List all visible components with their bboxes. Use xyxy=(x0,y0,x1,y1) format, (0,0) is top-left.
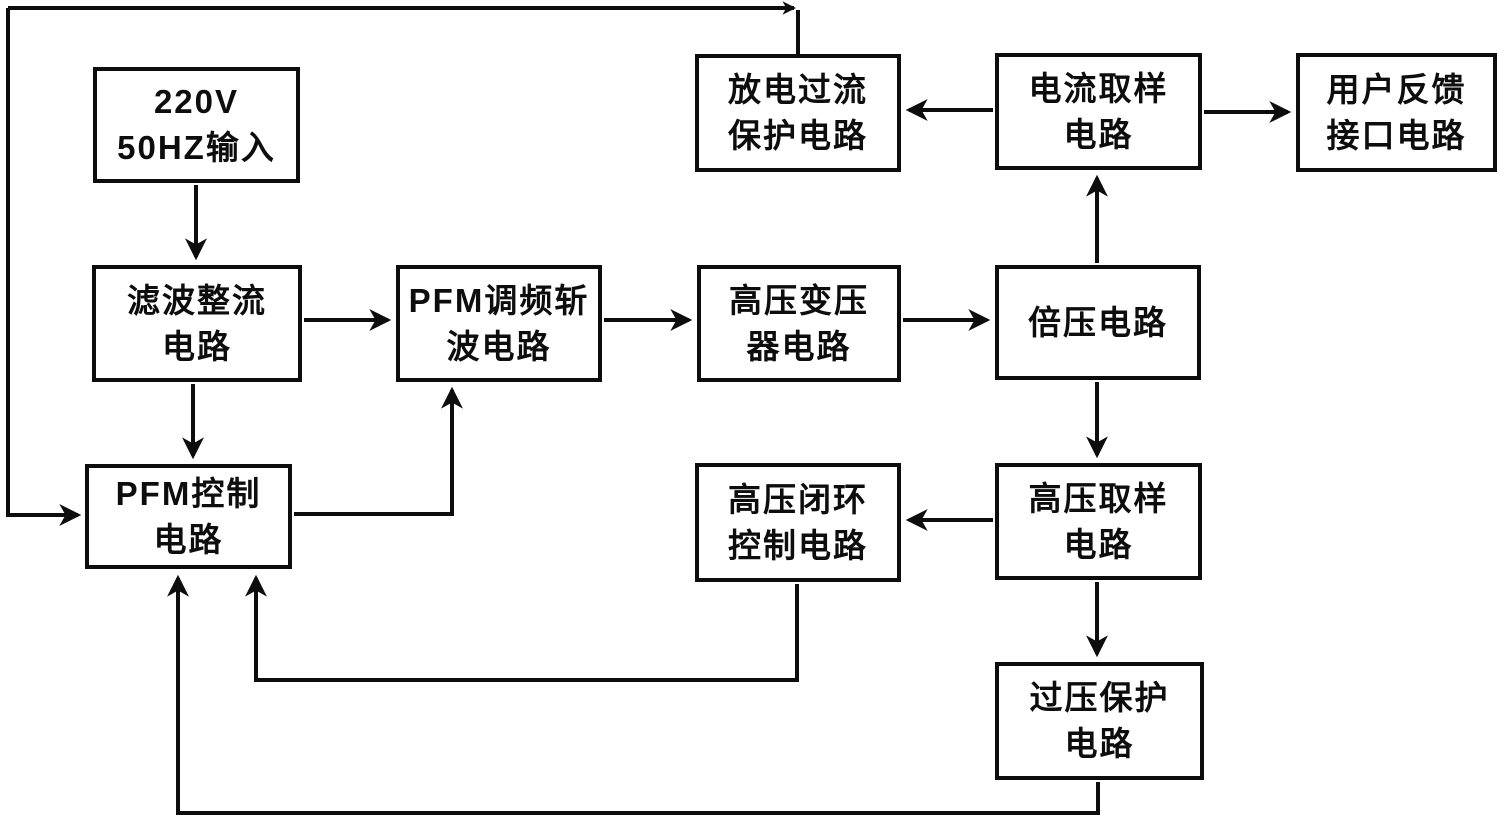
node-overvoltage-protection: 过压保护 电路 xyxy=(995,662,1204,780)
node-ac-input: 220V 50HZ输入 xyxy=(93,67,300,183)
node-current-sampling: 电流取样 电路 xyxy=(995,53,1202,170)
node-filter-rectifier: 滤波整流 电路 xyxy=(92,265,302,382)
node-pfm-control: PFM控制 电路 xyxy=(85,464,292,569)
node-label: 保护电路 xyxy=(728,117,868,154)
edge-pfm-control-to-chopper xyxy=(294,386,463,516)
node-discharge-overcurrent-protection: 放电过流 保护电路 xyxy=(695,54,901,172)
node-label: PFM调频斩 xyxy=(408,281,590,319)
node-label: PFM控制 xyxy=(115,474,262,512)
node-pfm-chopper: PFM调频斩 波电路 xyxy=(396,265,602,382)
node-label: 电路 xyxy=(1063,525,1134,563)
node-label: 电路 xyxy=(153,520,224,558)
node-label: 器电路 xyxy=(746,327,852,365)
node-label: 控制电路 xyxy=(728,526,868,564)
edge-discharge-protection-to-pfm-control xyxy=(6,1,800,526)
edge-closed-loop-to-pfm-control xyxy=(245,574,799,682)
node-label: 电路 xyxy=(1063,115,1134,153)
node-label: 50HZ输入 xyxy=(117,129,276,166)
edge-segment xyxy=(6,8,82,526)
node-hv-transformer: 高压变压 器电路 xyxy=(697,265,901,382)
node-user-feedback-interface: 用户反馈 接口电路 xyxy=(1296,53,1497,172)
node-label: 滤波整流 xyxy=(127,281,267,319)
node-label: 电路 xyxy=(162,327,232,365)
node-label: 220V xyxy=(153,83,240,120)
node-label: 倍压电路 xyxy=(1028,303,1168,341)
node-label: 高压取样 xyxy=(1028,479,1169,517)
node-label: 放电过流 xyxy=(728,71,868,108)
node-label: 波电路 xyxy=(446,327,552,365)
edge-overvoltage-to-pfm-control xyxy=(167,574,1100,815)
node-label: 接口电路 xyxy=(1326,116,1467,154)
node-hv-sampling: 高压取样 电路 xyxy=(995,463,1202,580)
node-hv-closed-loop-control: 高压闭环 控制电路 xyxy=(695,463,901,582)
node-label: 高压变压 xyxy=(729,281,869,319)
node-label: 高压闭环 xyxy=(728,480,868,518)
node-label: 电流取样 xyxy=(1028,69,1169,107)
node-label: 过压保护 xyxy=(1029,679,1170,716)
node-label: 电路 xyxy=(1064,725,1135,762)
node-voltage-doubler: 倍压电路 xyxy=(995,265,1201,380)
node-label: 用户反馈 xyxy=(1326,70,1467,108)
